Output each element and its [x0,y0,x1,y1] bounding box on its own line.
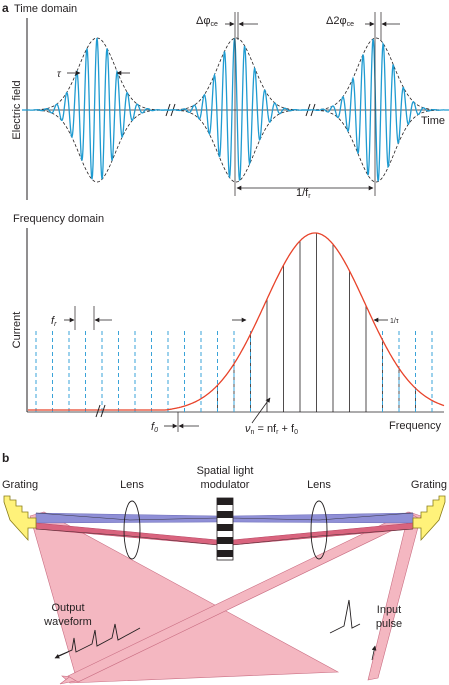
slm-pixel [217,498,233,505]
slm-label-line1: Spatial light [197,465,254,477]
fr-subscript: r [54,321,57,328]
mode-pointer [251,397,271,424]
fr-symbol: f [51,315,55,327]
left-grating [3,495,37,542]
time-domain-plot: Electric field Time τ Δφce Δ2φce [11,12,449,200]
output-direction-arrow [54,651,69,659]
mode-nu-sub: n [251,429,255,436]
slm-pixel [217,511,233,518]
mode-nu: ν [245,423,251,435]
electric-field-label: Electric field [11,80,23,139]
pulse-envelope-lower [161,109,311,183]
gaussian-envelope [28,232,445,411]
width-label: 1/τ [390,318,399,325]
input-label-line2: pulse [376,618,402,630]
panel-b-letter: b [2,451,9,465]
slm-pixel [217,550,233,557]
pulse-envelope-upper [22,37,172,111]
input-direction-arrow [371,645,377,661]
spatial-light-modulator [216,497,234,561]
pulse-carrier [161,38,311,181]
pulse-1 [22,37,172,183]
fan-edges [35,512,414,546]
left-lens [123,500,141,560]
input-label-line1: Input [377,604,401,616]
right-lens [310,500,328,560]
delta-phi-label: Δφce [196,15,218,28]
output-waveform-icon [57,623,141,657]
delta2-phi-label: Δ2φce [326,15,354,28]
left-blue-beam [35,512,219,524]
input-beam-long [67,511,419,683]
output-label-line2: waveform [43,616,92,628]
pulse-envelope-lower [22,109,172,183]
pulse-shaper-diagram: Grating Grating Lens Lens Spatial light … [2,465,447,685]
f0-subscript: 0 [154,427,158,434]
pulse-2 [161,37,311,183]
pulse-envelope-upper [161,37,311,111]
output-label-line1: Output [51,602,84,614]
f0-label: f0 [151,421,158,434]
fr-label: fr [51,315,57,328]
frequency-domain-title: Frequency domain [13,213,104,225]
mode-equation: νn = nfr + f0 [245,423,298,436]
frequency-comb [35,233,433,412]
pulse-carrier [22,37,172,180]
input-pulse-icon [329,599,361,634]
period-subscript: r [308,193,311,200]
pulse-carrier [301,38,449,182]
delta2-phi-subscript: ce [347,21,355,28]
mode-eq-sub: r [276,429,279,436]
time-axis-label: Time [421,115,445,127]
delta-phi-symbol: Δφ [196,15,210,27]
delta2-phi-symbol: Δ2φ [326,15,347,27]
current-label: Current [11,312,23,349]
delta-phi-subscript: ce [210,21,218,28]
period-text: 1/f [296,187,309,199]
pulse-envelope-upper [301,37,449,111]
mode-tail: + f [278,423,295,435]
mode-eq: = nf [254,423,277,435]
grating-left-label: Grating [2,479,38,491]
slm-pixel [217,537,233,544]
right-red-beam [231,522,414,546]
f0-symbol: f [151,421,155,433]
period-label: 1/fr [296,187,311,200]
slm-pixel [217,524,233,531]
lens-right-label: Lens [307,479,331,491]
right-blue-beam [231,512,414,524]
grating-right-label: Grating [411,479,447,491]
frequency-axis-label: Frequency [389,420,441,432]
right-grating [412,495,446,542]
frequency-domain-plot: Current Frequency fr f0 1/τ νn = nfr + f… [11,228,445,436]
pulse-3 [301,37,449,183]
mode-tail-sub: 0 [294,429,298,436]
freq-axis-break [95,404,106,418]
lens-left-label: Lens [120,479,144,491]
panel-a-letter: a [2,1,9,15]
slm-label-line2: modulator [201,479,250,491]
time-domain-title: Time domain [14,3,77,15]
tau-label: τ [57,69,62,80]
